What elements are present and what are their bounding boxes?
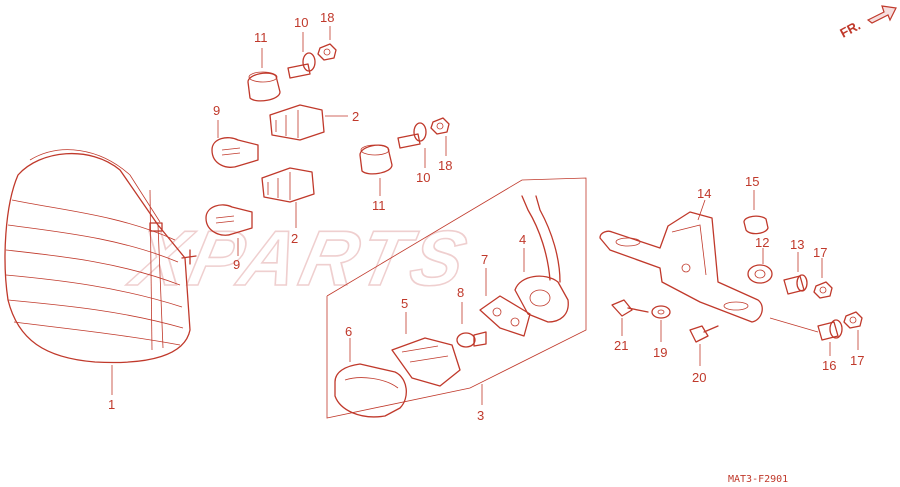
license-light-cover: [391, 312, 461, 387]
license-bulb: [456, 302, 487, 348]
license-light-assembly-outline: [326, 177, 587, 419]
callout-20: 20: [692, 370, 706, 385]
bolt-left: [611, 299, 649, 336]
callout-9-upper: 9: [213, 103, 220, 118]
callout-4: 4: [519, 232, 526, 247]
callout-5: 5: [401, 296, 408, 311]
socket-plate: [479, 268, 531, 337]
callout-18-upper: 18: [320, 10, 334, 25]
license-socket-with-wires: [514, 195, 569, 323]
callout-11-upper: 11: [254, 30, 268, 45]
washer: [651, 305, 671, 342]
collar-bolt-upper: [287, 32, 316, 79]
callout-3: 3: [477, 408, 484, 423]
bolt-lower: [689, 325, 719, 366]
nut-right-lower: [843, 311, 863, 350]
callout-16: 16: [822, 358, 836, 373]
callout-12: 12: [755, 235, 769, 250]
nut-upper: [317, 26, 337, 61]
callout-17-lower: 17: [850, 353, 864, 368]
bulb-upper: [211, 120, 259, 168]
callout-17-upper: 17: [813, 245, 827, 260]
grommet-upper: [247, 48, 281, 102]
front-label: FR.: [837, 18, 863, 41]
callout-10-upper: 10: [294, 15, 308, 30]
nut-lower: [430, 117, 450, 156]
bulb-socket-lower: [261, 167, 315, 228]
tail-light-housing: [4, 149, 197, 395]
callout-18-lower: 18: [438, 158, 452, 173]
license-plate-bracket: [599, 199, 763, 323]
drawing-code: MAT3-F2901: [728, 474, 788, 485]
bolt-right: [769, 317, 843, 356]
bulb-lower: [205, 204, 253, 256]
callout-8: 8: [457, 285, 464, 300]
license-light-lens: [334, 338, 407, 418]
callout-1: 1: [108, 397, 115, 412]
callout-6: 6: [345, 324, 352, 339]
callout-13: 13: [790, 237, 804, 252]
callout-19: 19: [653, 345, 667, 360]
grommet-lower: [359, 144, 393, 196]
collar: [783, 252, 808, 295]
nut-right-upper: [813, 258, 833, 299]
front-arrow-icon: [866, 5, 897, 24]
callout-9-lower: 9: [233, 257, 240, 272]
rubber-bush: [747, 248, 773, 284]
watermark: XPARTS: [122, 215, 478, 302]
collar-bolt-lower: [397, 122, 427, 168]
callout-11-lower: 11: [372, 198, 386, 213]
callout-10-lower: 10: [416, 170, 430, 185]
bracket-grommet: [743, 190, 769, 235]
callout-2-upper: 2: [352, 109, 359, 124]
callout-21: 21: [614, 338, 628, 353]
bulb-socket-upper: [269, 104, 348, 141]
callout-7: 7: [481, 252, 488, 267]
callout-14: 14: [697, 186, 711, 201]
callout-2-lower: 2: [291, 231, 298, 246]
callout-15: 15: [745, 174, 759, 189]
front-direction-indicator: FR.: [837, 5, 897, 41]
